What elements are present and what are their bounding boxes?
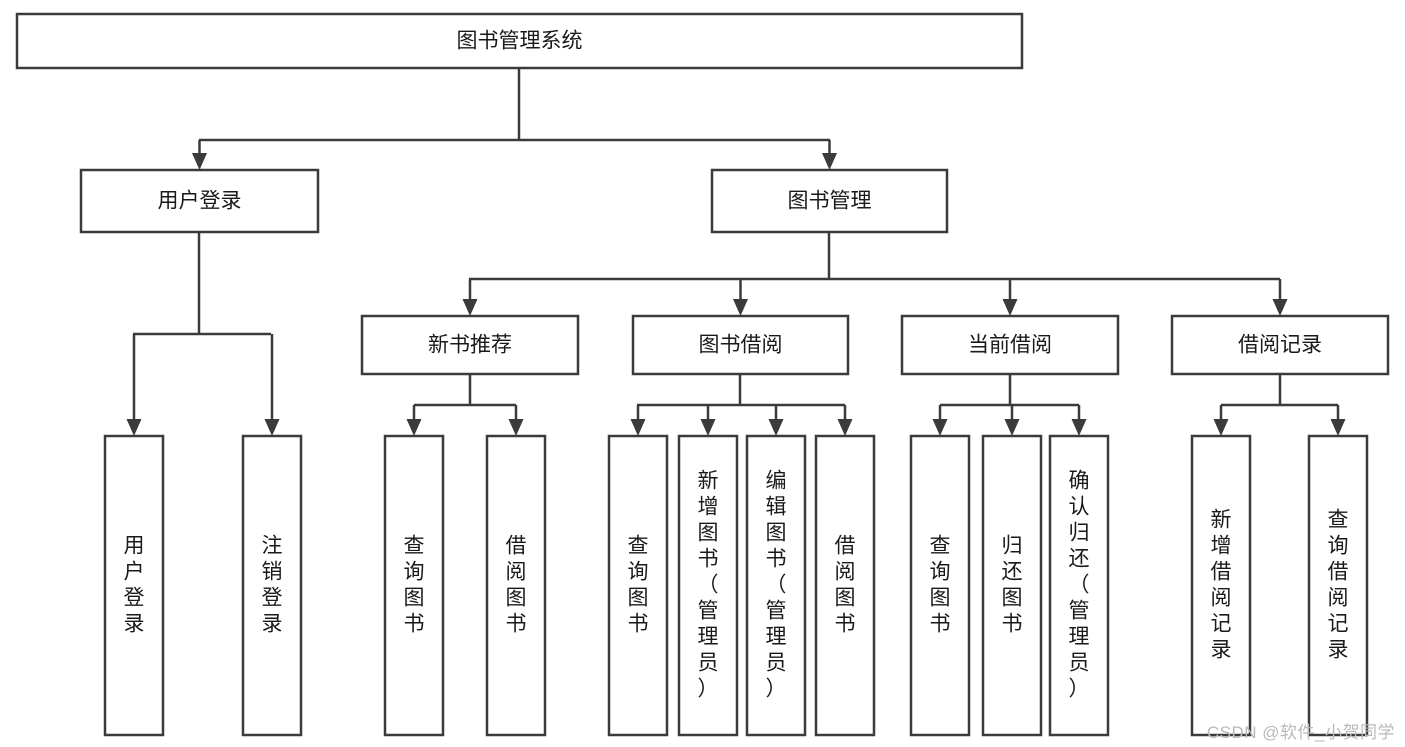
- leaf-box[interactable]: [1307, 434, 1369, 737]
- level3-node[interactable]: 新书推荐: [360, 314, 580, 376]
- book-mgmt-bus-branch-1-arrowhead: [733, 299, 748, 316]
- root-label: 图书管理系统: [457, 30, 583, 53]
- level3-box[interactable]: [900, 314, 1120, 376]
- leaf-label: 归还图书: [1002, 534, 1023, 635]
- level2-label: 用户登录: [158, 190, 242, 213]
- record-bus-branch-0-arrowhead: [1213, 419, 1229, 436]
- leaf-node[interactable]: 注销登录: [241, 434, 303, 737]
- level3-label: 当前借阅: [968, 334, 1052, 357]
- leaf-label: 确认归还（管理员）: [1069, 469, 1090, 700]
- leaf-node[interactable]: 编辑图书（管理员）: [745, 434, 807, 737]
- leaf-box[interactable]: [909, 434, 971, 737]
- user-login-bus-branch-0-arrowhead: [126, 419, 142, 436]
- root-node[interactable]: 图书管理系统: [15, 12, 1024, 70]
- leaf-label: 用户登录: [124, 534, 145, 635]
- book-mgmt-bus-branch-0-arrowhead: [462, 299, 478, 316]
- current-bus-branch-0-arrowhead: [932, 419, 948, 436]
- level3-node[interactable]: 当前借阅: [900, 314, 1120, 376]
- leaf-label: 查询图书: [628, 534, 649, 635]
- leaf-label: 借阅图书: [835, 534, 856, 635]
- leaf-label: 新增图书（管理员）: [698, 469, 719, 700]
- record-bus-branch-1-arrowhead: [1330, 419, 1346, 436]
- level3-label: 借阅记录: [1238, 334, 1322, 357]
- leaf-label: 借阅图书: [506, 534, 527, 635]
- leaf-label: 查询图书: [930, 534, 951, 635]
- connector-layer: [126, 68, 1346, 436]
- new-book-bus-branch-0-arrowhead: [406, 419, 422, 436]
- leaf-node[interactable]: 借阅图书: [814, 434, 876, 737]
- leaf-node[interactable]: 新增图书（管理员）: [677, 434, 739, 737]
- leaf-node[interactable]: 用户登录: [103, 434, 165, 737]
- leaf-box[interactable]: [981, 434, 1043, 737]
- book-borrow-bus-branch-1-arrowhead: [700, 419, 716, 436]
- leaf-node[interactable]: 查询图书: [607, 434, 669, 737]
- new-book-bus-branch-1-arrowhead: [508, 419, 524, 436]
- leaf-label: 查询图书: [404, 534, 425, 635]
- book-borrow-bus-branch-3-arrowhead: [837, 419, 853, 436]
- level2-box[interactable]: [710, 168, 949, 234]
- level3-box[interactable]: [1170, 314, 1390, 376]
- level2-box[interactable]: [79, 168, 320, 234]
- level2-node[interactable]: 用户登录: [79, 168, 320, 234]
- level2-label: 图书管理: [788, 190, 872, 213]
- leaf-node[interactable]: 确认归还（管理员）: [1048, 434, 1110, 737]
- level3-node[interactable]: 图书借阅: [631, 314, 850, 376]
- book-borrow-bus-branch-0-arrowhead: [630, 419, 646, 436]
- leaf-node[interactable]: 归还图书: [981, 434, 1043, 737]
- level2-node[interactable]: 图书管理: [710, 168, 949, 234]
- level3-box[interactable]: [631, 314, 850, 376]
- leaf-node[interactable]: 查询图书: [909, 434, 971, 737]
- root-box[interactable]: [15, 12, 1024, 70]
- csdn-watermark: CSDN @软件_小贺同学: [1206, 723, 1395, 742]
- book-mgmt-bus-branch-2-arrowhead: [1002, 299, 1018, 316]
- leaf-box[interactable]: [485, 434, 547, 737]
- level3-node[interactable]: 借阅记录: [1170, 314, 1390, 376]
- book-mgmt-bus-branch-3-arrowhead: [1272, 299, 1288, 316]
- leaf-box[interactable]: [241, 434, 303, 737]
- level3-box[interactable]: [360, 314, 580, 376]
- user-login-bus-branch-1-arrowhead: [264, 419, 280, 436]
- leaf-box[interactable]: [607, 434, 669, 737]
- root-bus-branch-0-arrowhead: [192, 153, 207, 170]
- current-bus-branch-1-arrowhead: [1004, 419, 1020, 436]
- leaf-box[interactable]: [814, 434, 876, 737]
- leaf-box[interactable]: [745, 434, 807, 737]
- leaf-box[interactable]: [677, 434, 739, 737]
- root-bus-branch-1-arrowhead: [822, 153, 837, 170]
- node-layer: 图书管理系统用户登录图书管理新书推荐图书借阅当前借阅借阅记录用户登录注销登录查询…: [15, 12, 1390, 737]
- current-bus-branch-2-arrowhead: [1071, 419, 1087, 436]
- leaf-label: 新增借阅记录: [1211, 508, 1232, 661]
- leaf-box[interactable]: [1048, 434, 1110, 737]
- leaf-node[interactable]: 查询图书: [383, 434, 445, 737]
- leaf-box[interactable]: [383, 434, 445, 737]
- leaf-label: 注销登录: [262, 534, 283, 635]
- leaf-box[interactable]: [1190, 434, 1252, 737]
- leaf-node[interactable]: 借阅图书: [485, 434, 547, 737]
- book-borrow-bus-branch-2-arrowhead: [768, 419, 784, 436]
- leaf-label: 查询借阅记录: [1328, 508, 1349, 661]
- leaf-label: 编辑图书（管理员）: [766, 469, 787, 700]
- level3-label: 新书推荐: [428, 334, 512, 357]
- leaf-node[interactable]: 新增借阅记录: [1190, 434, 1252, 737]
- level3-label: 图书借阅: [699, 334, 783, 357]
- leaf-node[interactable]: 查询借阅记录: [1307, 434, 1369, 737]
- leaf-box[interactable]: [103, 434, 165, 737]
